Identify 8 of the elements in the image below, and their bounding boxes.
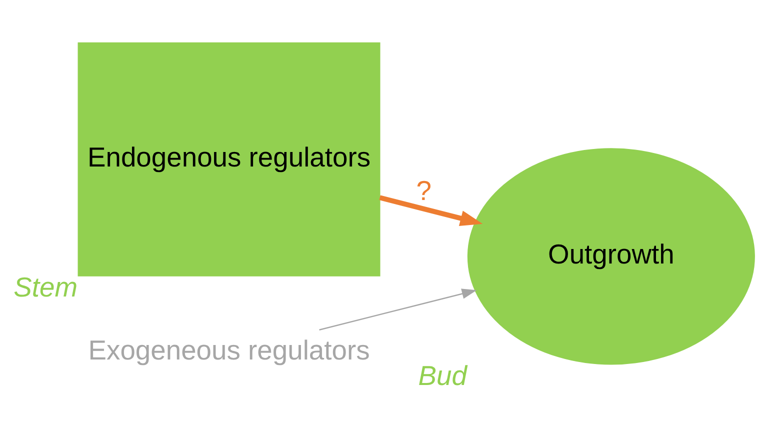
node-text: Exogeneous regulators [88, 334, 370, 365]
node-label: Bud [418, 359, 467, 390]
node-box: Endogenous regulators [78, 42, 380, 276]
node-ellipse: Outgrowth [467, 148, 755, 364]
arrow [379, 194, 483, 226]
arrow [319, 288, 477, 330]
node-label: Stem [14, 270, 78, 302]
edge-label: ? [416, 174, 432, 206]
